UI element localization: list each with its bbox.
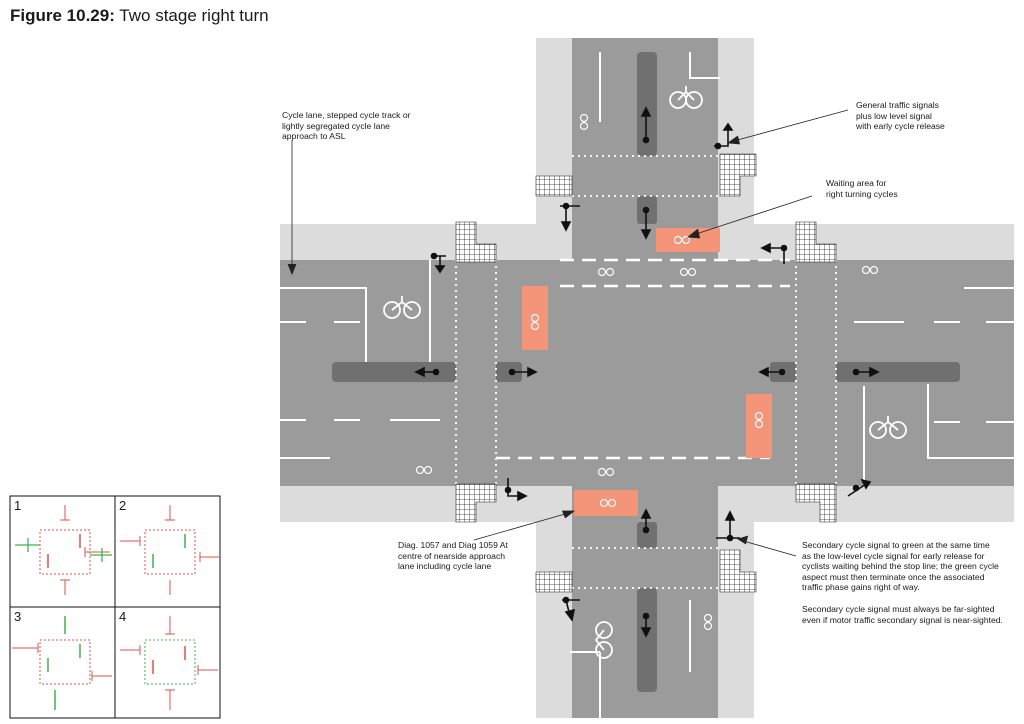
- lane-markings: [280, 52, 1014, 718]
- phase-2-diagram: [120, 505, 220, 595]
- signal-icon: [560, 202, 580, 232]
- signal-icon: [640, 106, 652, 144]
- bicycle-icon: [703, 613, 713, 631]
- note-cycle-lane-approach: Cycle lane, stepped cycle track or light…: [282, 110, 411, 142]
- signal-icon: [508, 366, 538, 378]
- bicycle-icon: [594, 621, 613, 659]
- note-general-signals: General traffic signals plus low level s…: [856, 100, 945, 132]
- waiting-area-north: [656, 228, 720, 252]
- bicycle-icon: [754, 411, 764, 429]
- phase-4-diagram: [120, 616, 218, 710]
- bicycle-icon: [597, 467, 615, 477]
- bicycle-icon: [669, 86, 703, 109]
- phase-number: 4: [119, 609, 127, 624]
- signal-icon: [504, 478, 528, 502]
- phase-number: 3: [14, 609, 22, 624]
- island-north: [637, 52, 657, 156]
- annotation-leaders: [287, 109, 849, 557]
- signal-icon: [852, 366, 880, 378]
- signal-icon: [640, 508, 652, 534]
- note-secondary-signal: Secondary cycle signal to green at the s…: [802, 540, 999, 593]
- bicycle-icon: [861, 265, 879, 275]
- signal-icon: [716, 510, 740, 542]
- signal-icon: [640, 612, 652, 638]
- note-waiting-area: Waiting area for right turning cycles: [826, 178, 898, 199]
- island-west: [332, 362, 456, 382]
- note-far-sighted: Secondary cycle signal must always be fa…: [802, 604, 1003, 625]
- bicycle-icon: [579, 113, 589, 131]
- signal-icon: [640, 206, 652, 240]
- bicycle-icon: [869, 416, 907, 439]
- waiting-area-west: [522, 286, 548, 350]
- signal-icon: [714, 122, 734, 150]
- signal-icon: [414, 366, 440, 378]
- tactile-paving: [455, 153, 837, 593]
- signal-icon: [758, 366, 786, 378]
- waiting-area-south: [574, 490, 638, 516]
- note-diag-markings: Diag. 1057 and Diag 1059 At centre of ne…: [398, 540, 508, 572]
- bicycle-icon: [679, 267, 697, 277]
- figure-title-text: Two stage right turn: [119, 6, 269, 25]
- island-south: [637, 588, 657, 692]
- signal-icon: [847, 478, 872, 497]
- phase-3-diagram: [12, 616, 112, 710]
- phase-number: 1: [14, 498, 22, 513]
- signals: [414, 106, 880, 638]
- bicycle-symbols: [383, 86, 907, 659]
- signal-icon: [562, 596, 580, 622]
- phase-diagram-grid: [9, 495, 221, 719]
- figure-label: Figure 10.29:: [10, 6, 115, 25]
- bicycle-icon: [599, 498, 617, 508]
- bicycle-icon: [673, 235, 691, 245]
- signal-icon: [760, 242, 788, 264]
- signal-icon: [430, 252, 446, 274]
- island-east: [836, 362, 960, 382]
- island-south-small: [637, 522, 657, 548]
- traffic-islands: [332, 52, 960, 692]
- waiting-areas: [522, 228, 772, 516]
- bicycle-icon: [415, 465, 433, 475]
- phase-1-diagram: [15, 505, 112, 595]
- figure-title: Figure 10.29: Two stage right turn: [10, 6, 269, 26]
- bicycle-icon: [383, 296, 421, 319]
- phase-number: 2: [119, 498, 127, 513]
- bicycle-icon: [530, 313, 540, 331]
- waiting-area-east: [746, 394, 772, 458]
- bicycle-icon: [597, 267, 615, 277]
- pedestrian-crossings: [455, 155, 837, 589]
